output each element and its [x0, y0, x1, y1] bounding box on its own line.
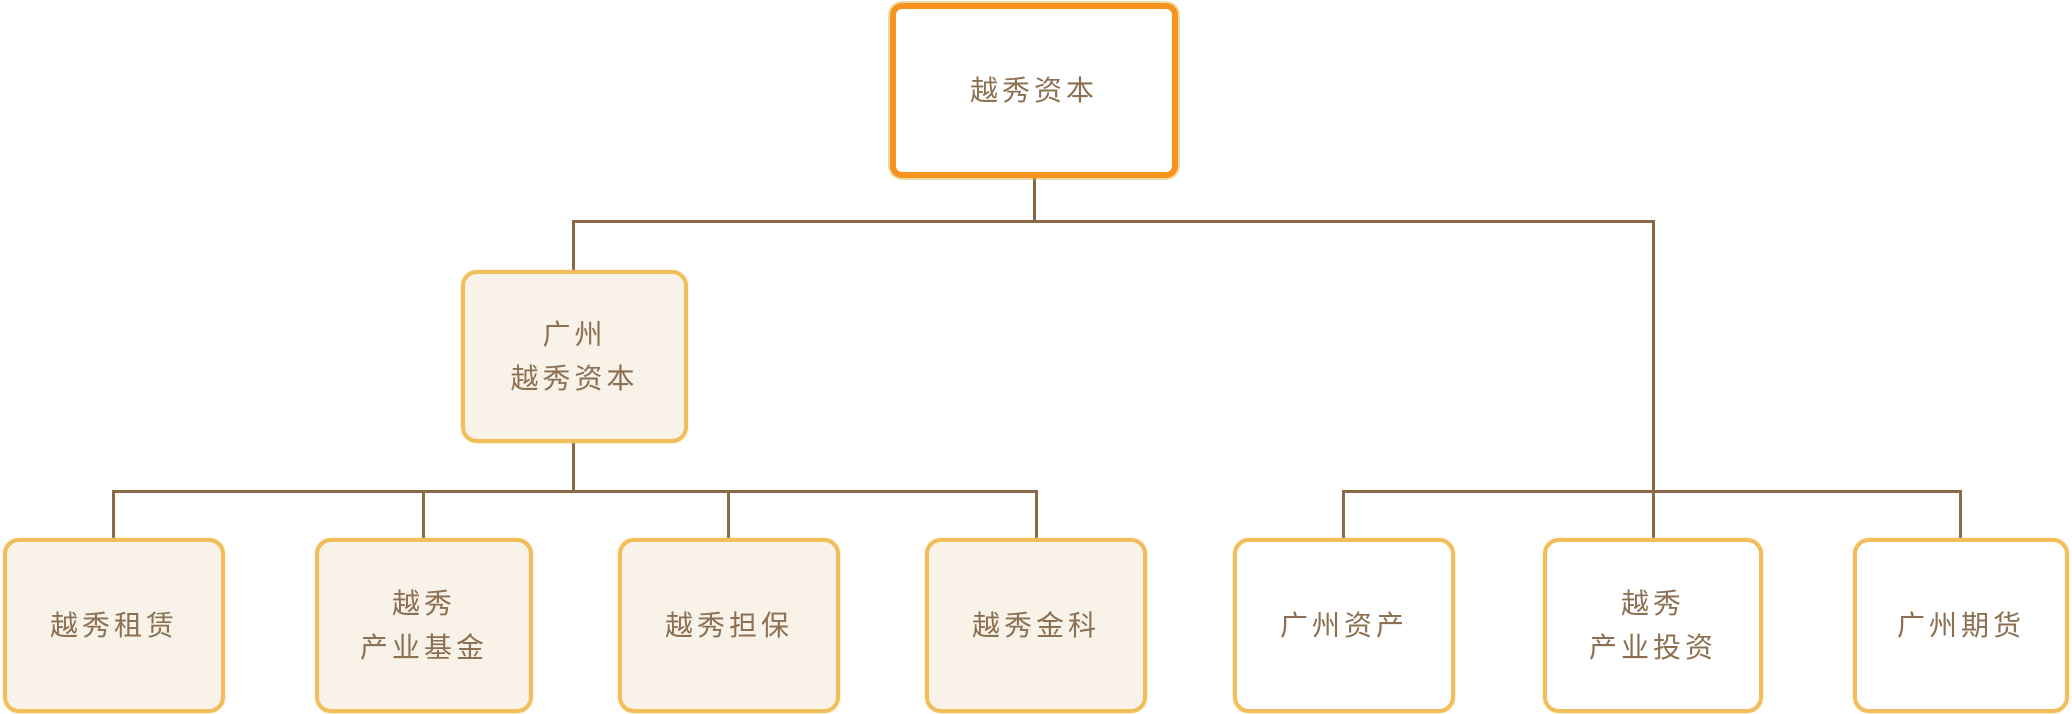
connector-intermediate-drop [572, 443, 575, 492]
node-yuexiu-leasing: 越秀租赁 [3, 538, 225, 713]
node-guangzhou-assets: 广州资产 [1233, 538, 1455, 713]
node-yuexiu-capital: 越秀资本 [890, 3, 1178, 178]
node-yuexiu-guarantee: 越秀担保 [618, 538, 840, 713]
connector-leaf2-drop [422, 490, 425, 538]
node-label: 越秀 产业基金 [359, 587, 488, 663]
connector-leaf1-drop [112, 490, 115, 538]
node-label: 越秀担保 [664, 609, 793, 641]
connector-leaf5-drop [1342, 490, 1345, 538]
node-label: 越秀租赁 [49, 609, 178, 641]
node-label: 广州期货 [1896, 609, 2025, 641]
node-yuexiu-industrial-fund: 越秀 产业基金 [315, 538, 533, 713]
node-label: 广州 越秀资本 [510, 318, 639, 394]
node-guangzhou-yuexiu-capital: 广州 越秀资本 [461, 270, 688, 443]
node-label: 广州资产 [1279, 609, 1408, 641]
node-label: 越秀 产业投资 [1588, 587, 1717, 663]
connector-right-branch-drop [1652, 220, 1655, 538]
node-yuexiu-industrial-investment: 越秀 产业投资 [1543, 538, 1763, 713]
connector-root-drop [1033, 178, 1036, 222]
node-label: 越秀资本 [969, 74, 1098, 106]
node-guangzhou-futures: 广州期货 [1853, 538, 2069, 713]
connector-leaf3-drop [727, 490, 730, 538]
node-label: 越秀金科 [971, 609, 1100, 641]
connector-left-branch-drop [572, 220, 575, 272]
connector-right-horizontal [1342, 490, 1962, 493]
connector-top-horizontal [572, 220, 1655, 223]
connector-left-horizontal [112, 490, 1038, 493]
connector-leaf4-drop [1035, 490, 1038, 538]
connector-leaf7-drop [1959, 490, 1962, 538]
node-yuexiu-fintech: 越秀金科 [925, 538, 1147, 713]
